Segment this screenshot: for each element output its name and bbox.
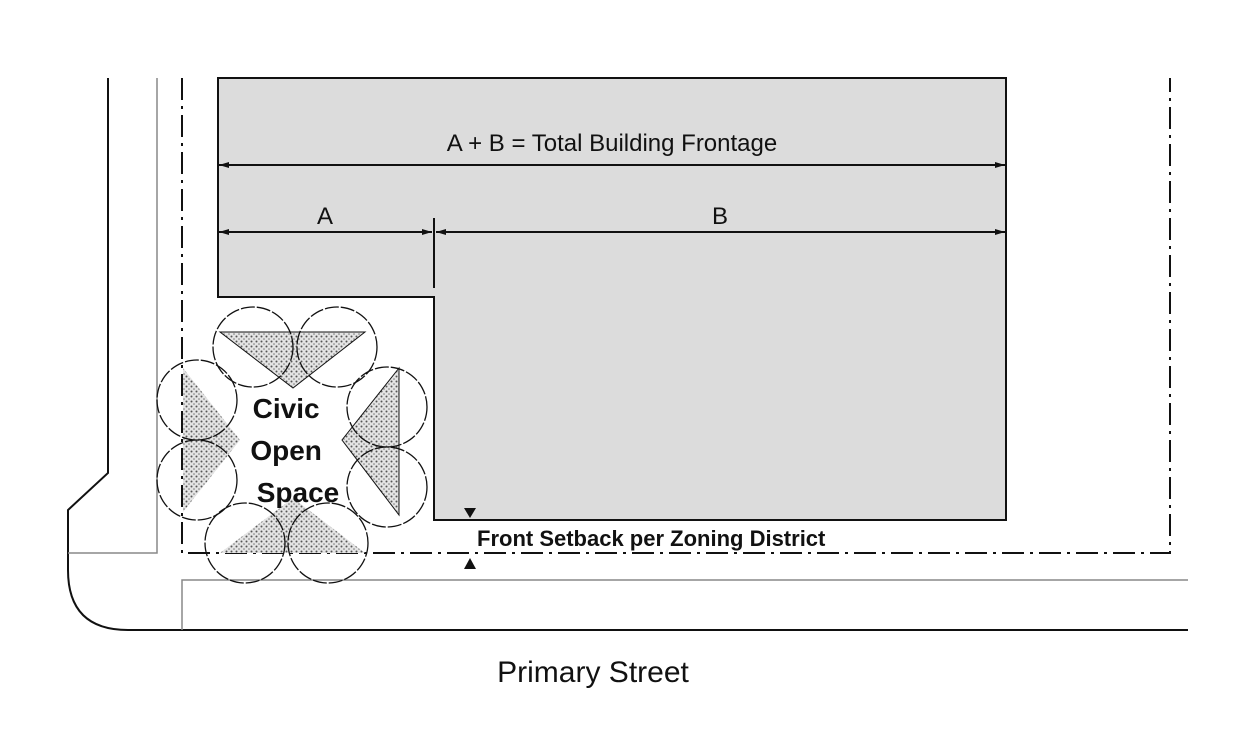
building-footprint	[217, 77, 1007, 521]
tree-icon	[346, 366, 428, 448]
setback-label: Front Setback per Zoning District	[477, 526, 826, 551]
sidewalk-line	[68, 78, 158, 554]
tree-icon	[346, 446, 428, 528]
civic-open-space: Civic Open Space	[156, 306, 428, 584]
segment-a-label: A	[317, 203, 333, 230]
tree-icon	[204, 502, 286, 584]
tree-icon	[156, 439, 238, 521]
tree-canopies	[156, 306, 428, 584]
open-space-line: Space	[257, 477, 340, 508]
street-label: Primary Street	[497, 656, 689, 689]
open-space-label: Civic Open Space	[250, 393, 339, 508]
hatch-area	[183, 368, 240, 512]
property-line	[181, 78, 1171, 554]
segment-b-label: B	[712, 203, 728, 230]
hatch-area	[218, 331, 367, 389]
tree-icon	[212, 306, 294, 388]
tree-icon	[287, 502, 369, 584]
tree-icon	[296, 306, 378, 388]
hatch-area	[220, 498, 365, 553]
setback-arrow-down-icon	[464, 508, 476, 518]
open-space-line: Civic	[253, 393, 320, 424]
sidewalk-line	[181, 579, 1188, 630]
hatch-area	[341, 366, 400, 517]
total-frontage-label: A + B = Total Building Frontage	[447, 130, 777, 157]
curb-line	[67, 78, 1188, 631]
tree-icon	[156, 359, 238, 441]
setback-arrow-up-icon	[464, 558, 476, 569]
open-space-line: Open	[250, 435, 322, 466]
